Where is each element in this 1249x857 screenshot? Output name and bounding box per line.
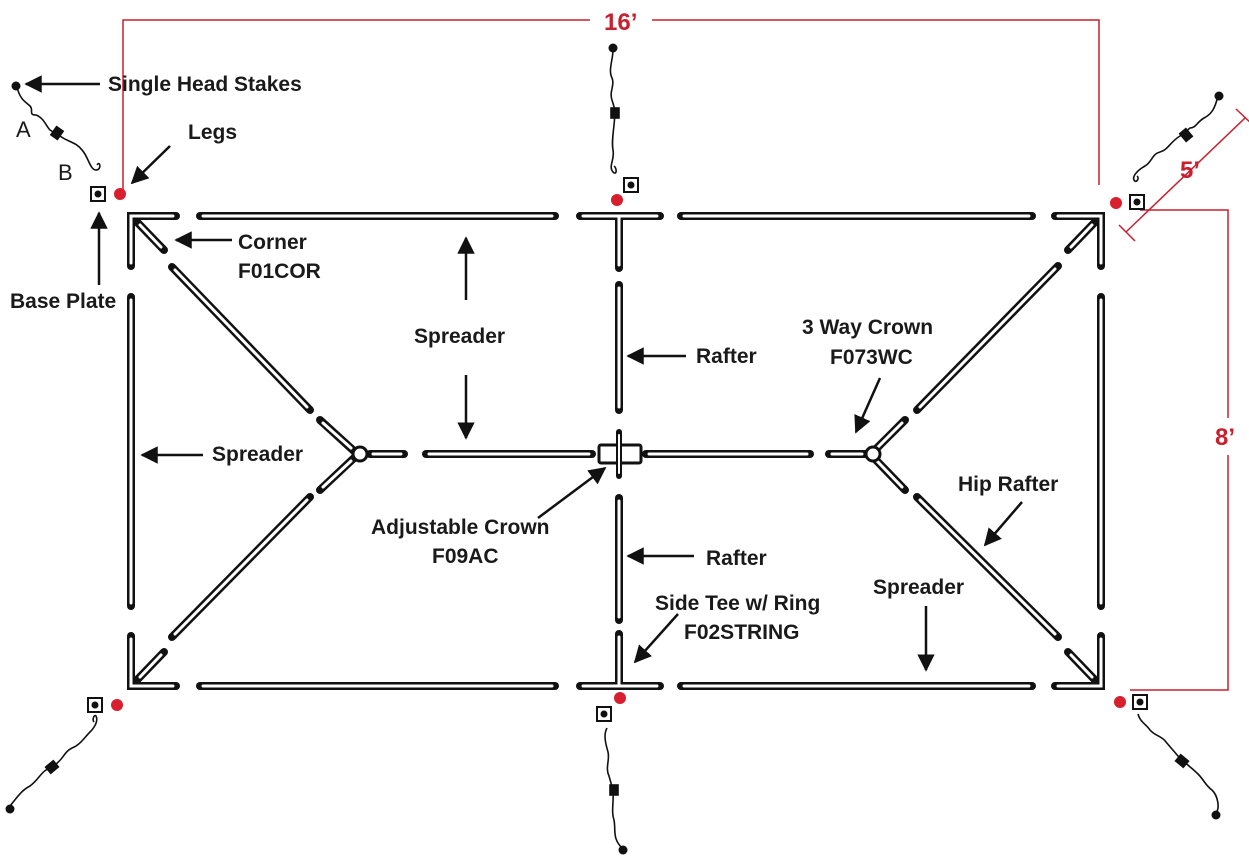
base-plate (623, 177, 639, 193)
label-spreader-left: Spreader (212, 443, 303, 466)
leg (114, 188, 126, 200)
stake-head (618, 845, 628, 855)
depth-dimension-line (1130, 209, 1229, 691)
label-corner-name: Corner (238, 231, 307, 254)
arrow-side-tee (633, 613, 679, 664)
label-three-way-crown-code: F073WC (830, 346, 913, 369)
stake-rope-top-center (609, 49, 620, 174)
leg (111, 699, 123, 711)
stake-head (5, 804, 15, 814)
adjustable-crown (597, 429, 643, 479)
label-point-b: B (58, 160, 73, 185)
label-legs: Legs (188, 121, 237, 144)
leg (614, 692, 626, 704)
labels: Single Head Stakes A B Legs Base Plate C… (10, 73, 1058, 644)
three-way-crowns (351, 445, 882, 463)
leg (611, 194, 623, 206)
stake-rope-bottom-right (1137, 713, 1219, 814)
stake-head (1211, 810, 1221, 820)
label-hip-rafter: Hip Rafter (958, 473, 1058, 496)
base-plate (90, 186, 106, 202)
arrow-adjustable-crown (537, 466, 607, 520)
stakes (9, 49, 1219, 849)
stake-rope-bottom-center (604, 727, 623, 849)
arrow-hip-rafter (983, 501, 1023, 547)
label-single-head-stakes: Single Head Stakes (108, 73, 302, 96)
label-side-tee-code: F02STRING (684, 621, 800, 644)
leg (1114, 696, 1126, 708)
base-plate (596, 706, 612, 722)
callout-arrows (24, 75, 1023, 672)
crown-left (351, 445, 369, 463)
leg (1110, 197, 1122, 209)
label-side-tee-name: Side Tee w/ Ring (655, 592, 820, 615)
stake-head (11, 81, 21, 91)
stake-rope-top-left (16, 86, 101, 171)
label-adjustable-crown-name: Adjustable Crown (371, 516, 550, 539)
label-corner-code: F01COR (238, 260, 321, 283)
stake-rope-bottom-left (9, 714, 98, 807)
base-plate (87, 697, 103, 713)
legs (111, 188, 1126, 711)
label-rafter-bottom: Rafter (706, 547, 767, 570)
base-plates (87, 177, 1148, 722)
stake-offset-dimension-line (1118, 108, 1249, 242)
crown-right (864, 445, 882, 463)
label-spreader-bottom: Spreader (873, 576, 964, 599)
label-rafter-top: Rafter (696, 345, 757, 368)
width-dimension-label: 16’ (604, 9, 637, 36)
pipe-highlights (129, 214, 1103, 688)
stake-head (1214, 91, 1224, 101)
label-three-way-crown-name: 3 Way Crown (802, 316, 933, 339)
label-adjustable-crown-code: F09AC (432, 545, 499, 568)
arrow-three-way-crown (854, 377, 882, 434)
frame (127, 212, 1105, 690)
label-spreader-top: Spreader (414, 325, 505, 348)
width-dimension-line (122, 19, 1100, 193)
dimension-lines (122, 19, 1249, 691)
arrow-legs (130, 145, 171, 185)
base-plate (1132, 694, 1148, 710)
stake-head (608, 43, 618, 53)
depth-dimension-label: 8’ (1215, 424, 1235, 451)
label-point-a: A (16, 117, 31, 142)
stake-offset-label: 5’ (1180, 157, 1200, 184)
stake-heads (5, 43, 1224, 855)
stake-rope-top-right (1132, 95, 1219, 183)
label-base-plate: Base Plate (10, 290, 116, 313)
base-plate (1129, 194, 1145, 210)
